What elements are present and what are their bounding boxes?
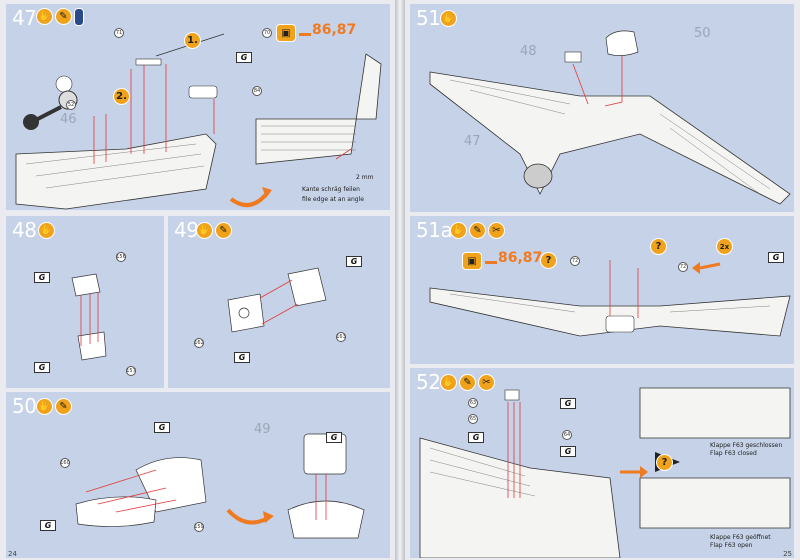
step-number: 51a — [416, 218, 453, 242]
flap-closed-de: Klappe F63 geschlossen — [710, 442, 783, 449]
part-160: 160 — [60, 458, 70, 468]
glue-marker: G — [468, 432, 484, 443]
part-72: 72 — [570, 256, 580, 266]
paint-brush-icon: ✎ — [469, 222, 486, 239]
ghost-part-49: 49 — [254, 422, 271, 437]
file-note-en: file edge at an angle — [302, 196, 364, 203]
part-71: 71 — [114, 28, 124, 38]
left-page: 47 ✋ ✎ 7 — [0, 0, 395, 560]
cement-bottle-icon: ✋ — [440, 10, 457, 27]
glue-marker: G — [40, 520, 56, 531]
part-52: 52 — [66, 100, 76, 110]
ghost-part-46: 46 — [60, 112, 77, 127]
glue-marker: G — [326, 432, 342, 443]
paint-reference: 86,87 — [498, 250, 543, 266]
step-2-marker: 2. — [113, 88, 130, 105]
question-mark-icon: ? — [650, 238, 667, 255]
part-48-label: 48 — [520, 44, 537, 59]
question-mark-icon: ? — [656, 454, 673, 471]
step-number: 51 — [416, 6, 441, 30]
glue-marker: G — [34, 362, 50, 373]
step-52-icons: ✋ ✎ ✂ — [440, 374, 495, 391]
hobby-knife-icon: ✂ — [478, 374, 495, 391]
part-50-label: 50 — [694, 26, 711, 41]
step-52-panel: 52 ✋ ✎ ✂ ? 63 65 64 G G G Klappe F63 ges… — [410, 368, 794, 558]
flap-open-de: Klappe F63 geöffnet — [710, 534, 771, 541]
step-number: 48 — [12, 218, 37, 242]
page-number-left: 24 — [8, 550, 17, 558]
cement-bottle-icon: ✋ — [36, 398, 53, 415]
cement-bottle-icon: ✋ — [38, 222, 55, 239]
step-47-drawing — [15, 33, 382, 210]
paint-arrow — [485, 261, 497, 264]
question-mark-icon: ? — [540, 252, 557, 269]
glue-marker: G — [346, 256, 362, 267]
step-number: 52 — [416, 370, 441, 394]
cement-bottle-icon: ✋ — [440, 374, 457, 391]
book-spine — [395, 0, 405, 560]
paint-arrow — [299, 33, 311, 36]
glue-marker: G — [560, 446, 576, 457]
step-51a-icons: ✋ ✎ ✂ — [450, 222, 505, 239]
flap-closed-en: Flap F63 closed — [710, 450, 757, 457]
glue-marker: G — [154, 422, 170, 433]
glue-tube-icon — [74, 8, 84, 26]
step-number: 50 — [12, 394, 37, 418]
part-157: 157 — [126, 366, 136, 376]
glue-marker: G — [34, 272, 50, 283]
glue-marker: G — [560, 398, 576, 409]
paint-reference: 86,87 — [312, 22, 357, 38]
step-51a-panel: 51a ✋ ✎ ✂ ▣ 86,87 ? ? 2x 72 72 G — [410, 216, 794, 364]
part-84: 84 — [252, 86, 262, 96]
right-page: 51 ✋ 48 50 47 51a ✋ ✎ ✂ ▣ 86,87 ? ? 2x — [405, 0, 800, 560]
cement-bottle-icon: ✋ — [196, 222, 213, 239]
glue-marker: G — [236, 52, 252, 63]
step-47-icons: ✋ ✎ — [36, 8, 84, 26]
step-50-icons: ✋ ✎ — [36, 398, 72, 415]
cement-bottle-icon: ✋ — [36, 8, 53, 25]
hobby-knife-icon: ✂ — [488, 222, 505, 239]
step-number: 49 — [174, 218, 199, 242]
step-51-panel: 51 ✋ 48 50 47 — [410, 4, 794, 212]
part-159: 159 — [194, 522, 204, 532]
paint-pot-icon: ▣ — [276, 24, 296, 42]
step-1-marker: 1. — [184, 32, 201, 49]
dimension-label: 2 mm — [356, 174, 374, 181]
paint-pot-icon: ▣ — [462, 252, 482, 270]
step-48-icons: ✋ — [38, 222, 55, 239]
cement-bottle-icon: ✋ — [450, 222, 467, 239]
part-70: 70 — [262, 28, 272, 38]
part-156: 156 — [116, 252, 126, 262]
glue-marker: G — [768, 252, 784, 263]
step-49-panel: 49 ✋ ✎ 162 163 G G — [168, 216, 390, 388]
paint-brush-icon: ✎ — [55, 398, 72, 415]
step-49-icons: ✋ ✎ — [196, 222, 232, 239]
part-65: 65 — [468, 414, 478, 424]
step-48-panel: 48 ✋ 156 157 G G — [6, 216, 164, 388]
part-72: 72 — [678, 262, 688, 272]
step-51-icons: ✋ — [440, 10, 457, 27]
step-47-panel: 47 ✋ ✎ 7 — [6, 4, 390, 210]
glue-marker: G — [234, 352, 250, 363]
step-number: 47 — [12, 6, 37, 30]
part-47-label: 47 — [464, 134, 481, 149]
step-50-panel: 50 ✋ ✎ 160 159 G G G 49 — [6, 392, 390, 558]
part-163: 163 — [336, 332, 346, 342]
quantity-marker: 2x — [716, 238, 733, 255]
part-64: 64 — [562, 430, 572, 440]
file-note-de: Kante schräg feilen — [302, 186, 360, 193]
paint-brush-icon: ✎ — [55, 8, 72, 25]
flap-open-en: Flap F63 open — [710, 542, 753, 549]
page-number-right: 25 — [783, 550, 792, 558]
paint-brush-icon: ✎ — [459, 374, 476, 391]
part-63: 63 — [468, 398, 478, 408]
part-162: 162 — [194, 338, 204, 348]
paint-brush-icon: ✎ — [215, 222, 232, 239]
